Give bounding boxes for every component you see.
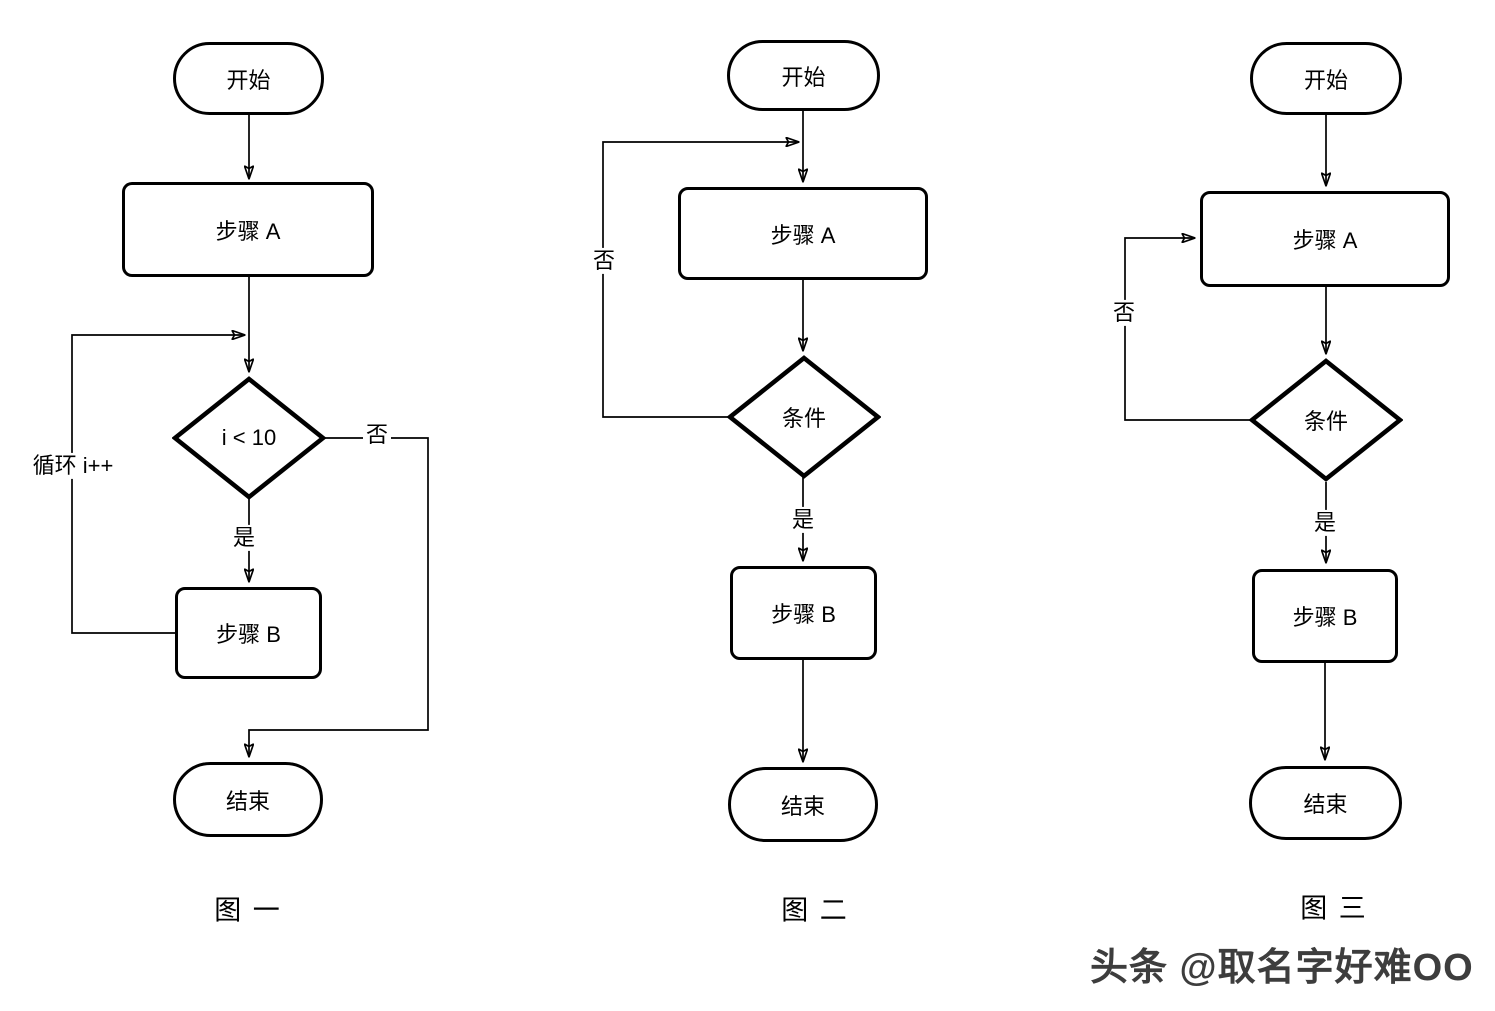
flow3-diamond-shape — [1249, 358, 1403, 482]
flow1-stepA-label: 步骤 A — [215, 218, 281, 244]
flow1-stepB-label: 步骤 B — [216, 622, 281, 647]
flow3-decision-node: 条件 — [1249, 358, 1403, 482]
flow3-end-node: 结束 — [1249, 766, 1402, 840]
flow1-yes-edge-label: 是 — [229, 524, 259, 552]
flow3-no-edge-label: 否 — [1109, 299, 1139, 327]
flow2-end-node: 结束 — [728, 767, 878, 842]
flow1-stepA-node: 步骤 A — [122, 182, 374, 277]
flow2-stepB-label: 步骤 B — [771, 602, 836, 627]
flow2-stepA-node: 步骤 A — [678, 187, 928, 280]
flow1-no-edge-label: 否 — [362, 421, 392, 449]
flow2-start-label: 开始 — [781, 64, 826, 90]
flow1-caption: 图 一 — [214, 895, 282, 926]
flow3-stepA-node: 步骤 A — [1200, 191, 1450, 287]
flow1-edges — [71, 115, 429, 756]
toutiao-watermark: 头条 @取名字好难OO — [1090, 947, 1474, 989]
flow1-loop-edge-label: 循环 i++ — [29, 452, 117, 480]
flow2-decision-label: 条件 — [781, 406, 826, 431]
flow3-stepA-label: 步骤 A — [1292, 228, 1358, 253]
flow1-end-label: 结束 — [225, 788, 270, 814]
flow1-end-node: 结束 — [173, 762, 323, 837]
flow3-start-label: 开始 — [1303, 67, 1348, 93]
flow2-no-edge-label: 否 — [589, 247, 619, 275]
flow2-decision-node: 条件 — [727, 355, 881, 479]
flow3-stepB-label: 步骤 B — [1292, 605, 1358, 630]
flow3-decision-label: 条件 — [1303, 409, 1348, 434]
flow2-yes-edge-label: 是 — [788, 506, 818, 534]
flow2-caption: 图 二 — [781, 895, 849, 926]
flow2-edge-no-loop — [602, 142, 798, 418]
flow1-decision-label: i < 10 — [221, 425, 277, 450]
flow2-start-node: 开始 — [727, 40, 880, 111]
flow1-decision-node: i < 10 — [172, 376, 326, 500]
flow3-start-node: 开始 — [1250, 42, 1402, 115]
flow3-edge-no-loop — [1124, 238, 1250, 421]
flow2-diamond-shape — [727, 355, 881, 479]
flow3-stepB-node: 步骤 B — [1252, 569, 1398, 663]
flow1-start-label: 开始 — [226, 67, 271, 93]
flow3-caption: 图 三 — [1300, 893, 1368, 924]
flow1-start-node: 开始 — [173, 42, 324, 115]
flow2-stepA-label: 步骤 A — [770, 222, 836, 248]
flow3-end-label: 结束 — [1303, 792, 1348, 817]
flow1-edge-loop-back — [71, 335, 244, 634]
flow1-stepB-node: 步骤 B — [175, 587, 322, 679]
flow1-diamond-shape — [172, 376, 326, 500]
flow1-edge-no-to-end — [249, 437, 429, 756]
flow3-yes-edge-label: 是 — [1310, 509, 1340, 537]
flow2-stepB-node: 步骤 B — [730, 566, 877, 660]
flow2-end-label: 结束 — [780, 793, 825, 819]
